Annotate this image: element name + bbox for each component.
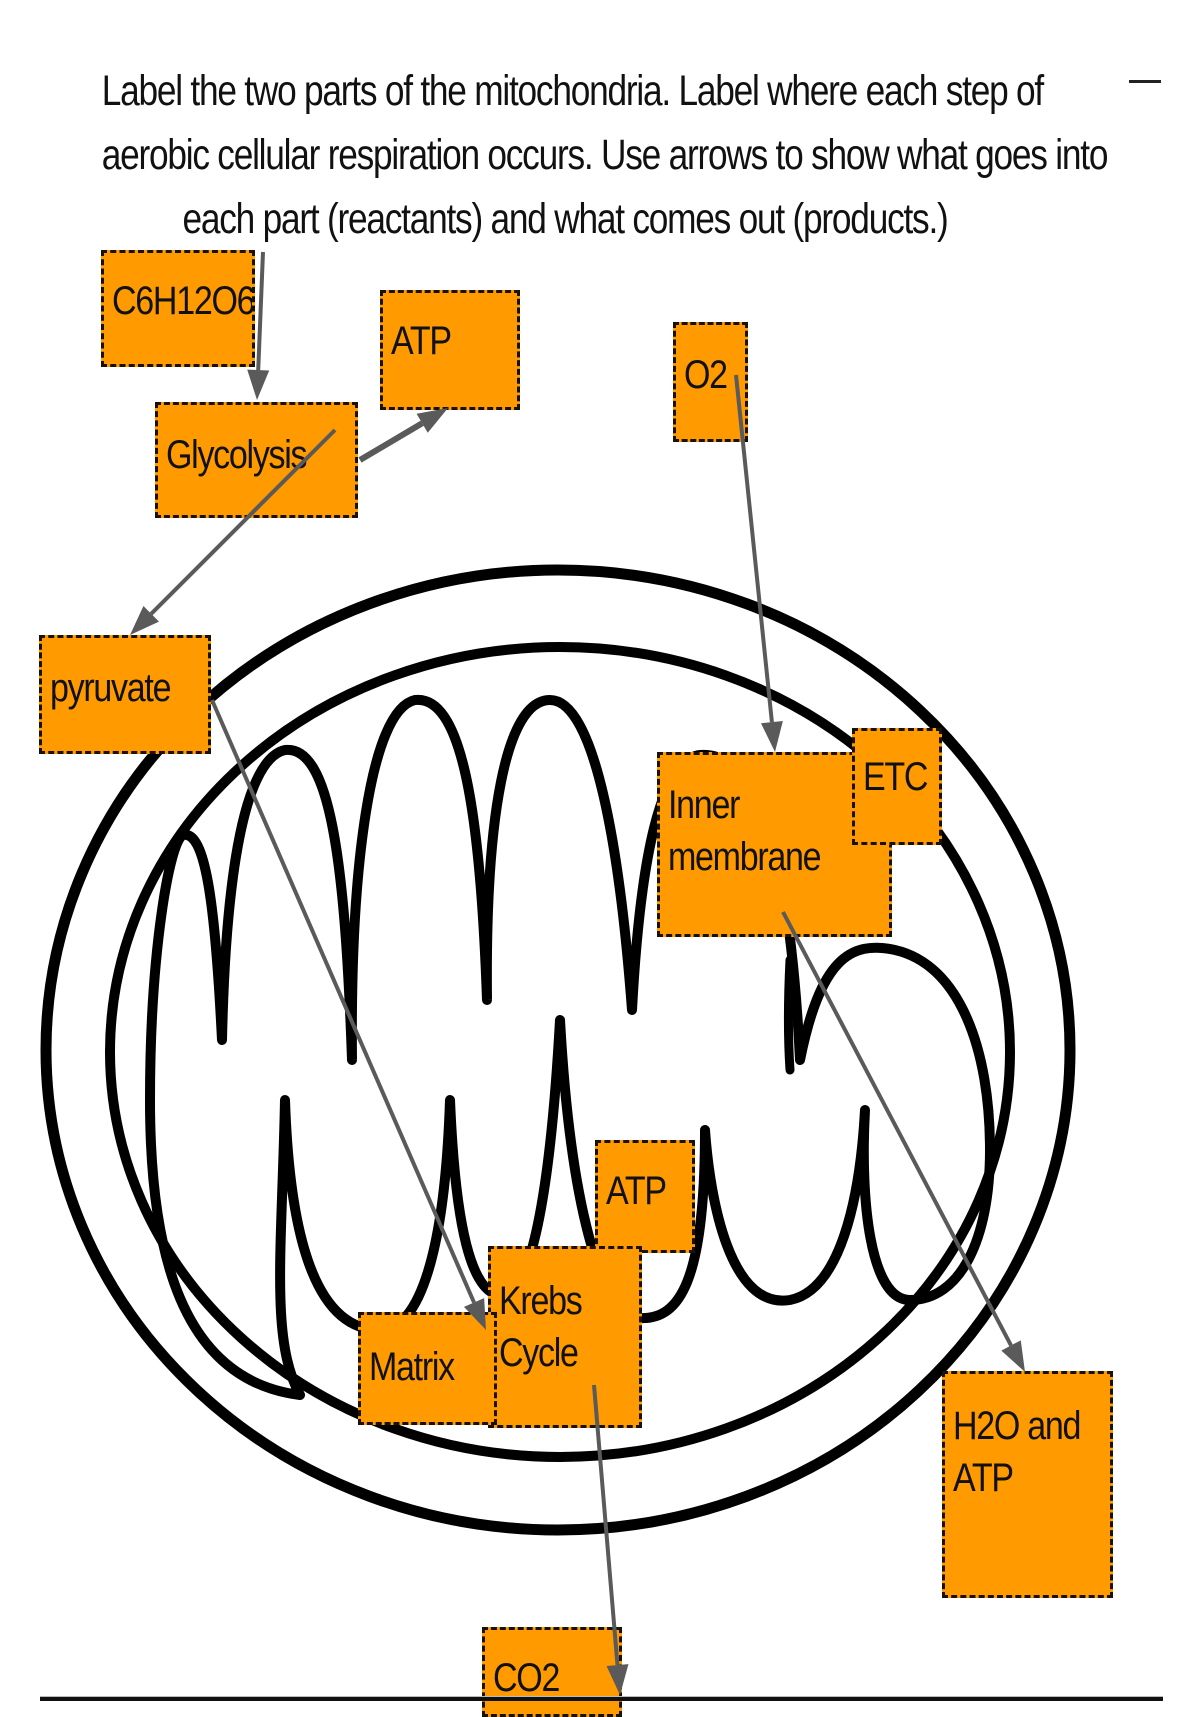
label-co2-text: CO2: [493, 1656, 560, 1700]
label-matrix[interactable]: Matrix: [358, 1312, 497, 1425]
label-atp-glycolysis[interactable]: ATP: [380, 290, 520, 410]
crista-right: [784, 955, 795, 1075]
label-atp-glycolysis-text: ATP: [391, 319, 452, 363]
label-atp-krebs[interactable]: ATP: [595, 1140, 695, 1253]
label-oxygen[interactable]: O2: [673, 322, 748, 442]
instructions-line-1: Label the two parts of the mitochondria.…: [101, 67, 1045, 115]
label-pyruvate[interactable]: pyruvate: [39, 635, 211, 754]
label-etc[interactable]: ETC: [852, 728, 942, 845]
label-matrix-text: Matrix: [369, 1345, 455, 1389]
label-krebs-cycle-text: Krebs Cycle: [499, 1279, 583, 1375]
label-inner-membrane-text: Inner membrane: [668, 783, 822, 879]
page-bottom-rule: [40, 1696, 1163, 1701]
label-pyruvate-text: pyruvate: [50, 666, 171, 710]
label-krebs-cycle[interactable]: Krebs Cycle: [488, 1246, 642, 1428]
label-glucose-text: C6H12O6: [112, 279, 255, 323]
label-atp-krebs-text: ATP: [606, 1169, 667, 1213]
minimize-icon[interactable]: [1129, 80, 1161, 83]
label-glycolysis[interactable]: Glycolysis: [155, 402, 358, 518]
label-glucose[interactable]: C6H12O6: [101, 250, 255, 367]
label-h2o-atp-text: H2O and ATP: [953, 1404, 1081, 1500]
instructions-line-2: aerobic cellular respiration occurs. Use…: [101, 131, 1109, 179]
label-etc-text: ETC: [863, 755, 928, 799]
label-glycolysis-text: Glycolysis: [166, 433, 308, 477]
outer-membrane-outer-edge: [40, 564, 1076, 1536]
label-oxygen-text: O2: [684, 353, 728, 397]
label-co2[interactable]: CO2: [482, 1627, 622, 1717]
instructions-line-3: each part (reactants) and what comes out…: [182, 195, 948, 243]
label-h2o-atp[interactable]: H2O and ATP: [942, 1371, 1113, 1598]
